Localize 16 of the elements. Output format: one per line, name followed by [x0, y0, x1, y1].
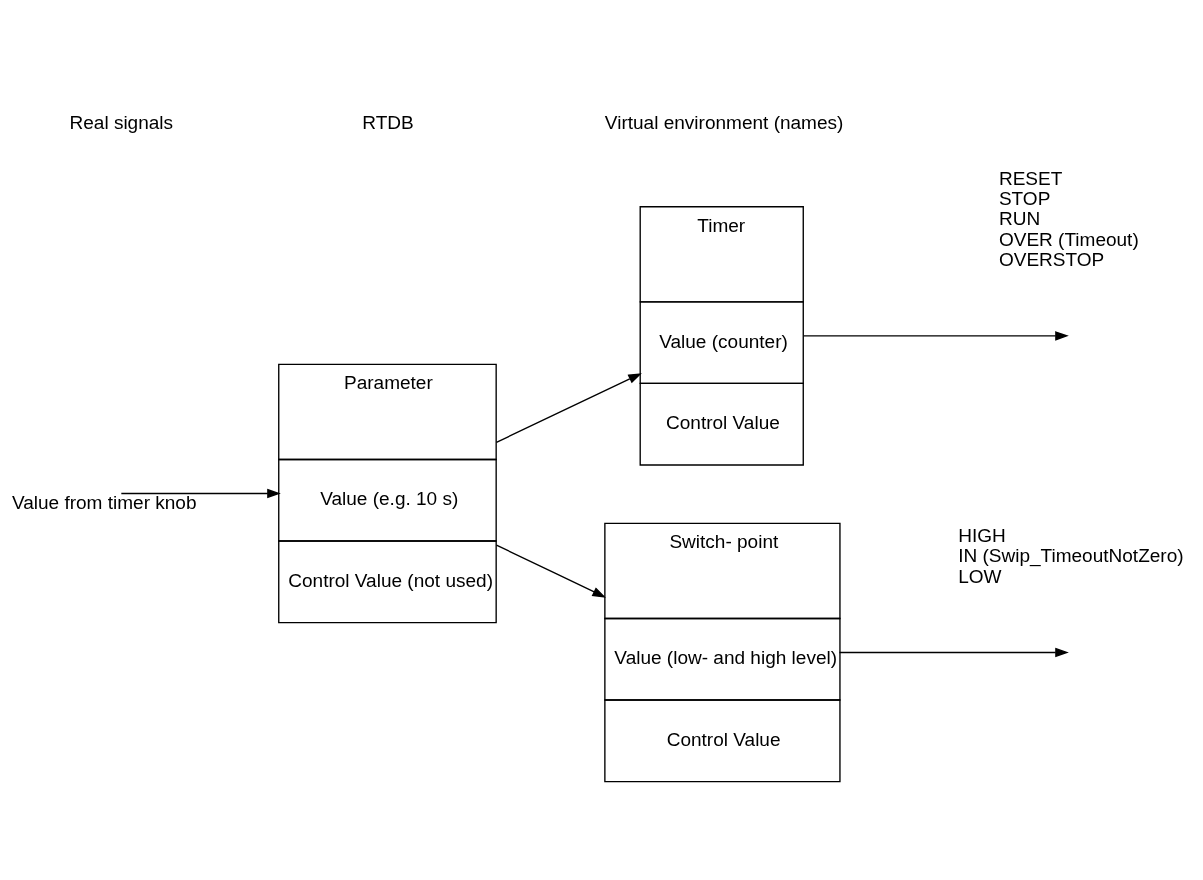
- label: Virtual environment (names): [604, 111, 844, 133]
- label: RUN: [998, 207, 1041, 229]
- arrow: [120, 488, 281, 498]
- arrow: [838, 647, 1069, 657]
- label: RESET: [998, 167, 1063, 189]
- arrow: [495, 543, 606, 598]
- label: STOP: [998, 187, 1051, 209]
- edge-label: Value from timer knob: [11, 491, 197, 513]
- label: OVER (Timeout): [998, 228, 1139, 250]
- label: Real signals: [69, 111, 174, 133]
- label: HIGH: [958, 524, 1006, 546]
- label: LOW: [958, 565, 1002, 587]
- label: RTDB: [362, 111, 414, 133]
- arrow: [495, 372, 642, 443]
- arrow: [803, 330, 1069, 341]
- label: IN (Swip_TimeoutNotZero): [958, 544, 1184, 566]
